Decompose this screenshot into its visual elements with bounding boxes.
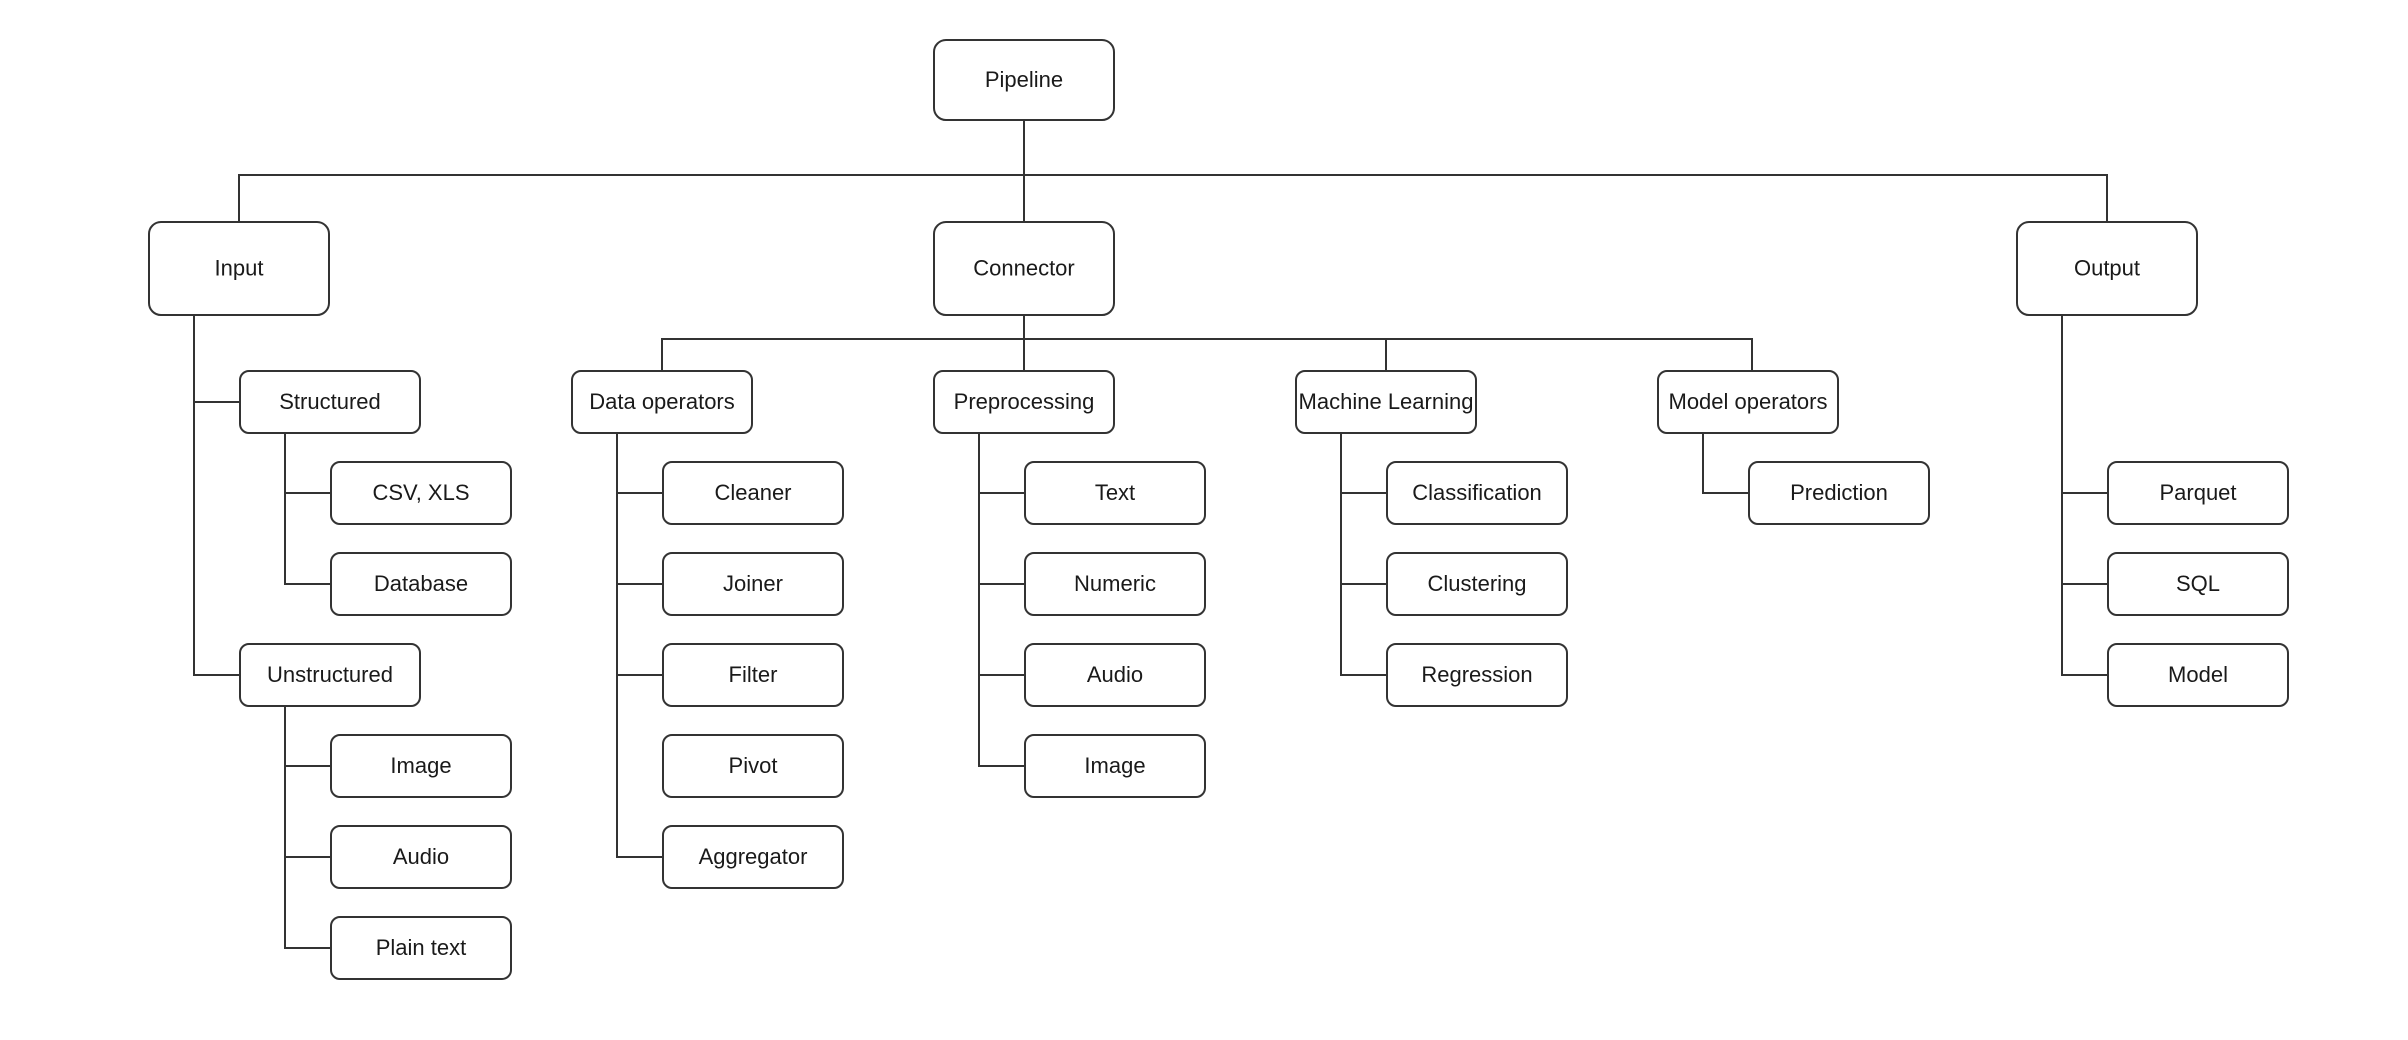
node-clustering[interactable]: Clustering — [1386, 552, 1568, 616]
node-box-model_operators — [1657, 370, 1839, 434]
node-box-pre_text — [1024, 461, 1206, 525]
node-box-joiner — [662, 552, 844, 616]
node-pre_image[interactable]: Image — [1024, 734, 1206, 798]
node-box-cleaner — [662, 461, 844, 525]
node-machine_learning[interactable]: Machine Learning — [1295, 370, 1477, 434]
node-in_image[interactable]: Image — [330, 734, 512, 798]
node-output[interactable]: Output — [2016, 221, 2198, 316]
node-structured[interactable]: Structured — [239, 370, 421, 434]
node-parquet[interactable]: Parquet — [2107, 461, 2289, 525]
node-in_audio[interactable]: Audio — [330, 825, 512, 889]
node-preprocessing[interactable]: Preprocessing — [933, 370, 1115, 434]
node-box-in_audio — [330, 825, 512, 889]
node-pre_numeric[interactable]: Numeric — [1024, 552, 1206, 616]
node-box-prediction — [1748, 461, 1930, 525]
node-box-pivot — [662, 734, 844, 798]
node-out_model[interactable]: Model — [2107, 643, 2289, 707]
node-box-structured — [239, 370, 421, 434]
node-box-classification — [1386, 461, 1568, 525]
node-pre_audio[interactable]: Audio — [1024, 643, 1206, 707]
node-box-pre_image — [1024, 734, 1206, 798]
node-database[interactable]: Database — [330, 552, 512, 616]
node-box-sql — [2107, 552, 2289, 616]
edge-layer — [193, 119, 2109, 949]
node-input[interactable]: Input — [148, 221, 330, 316]
node-model_operators[interactable]: Model operators — [1657, 370, 1839, 434]
node-box-pre_audio — [1024, 643, 1206, 707]
node-box-out_model — [2107, 643, 2289, 707]
node-box-output — [2016, 221, 2198, 316]
node-unstructured[interactable]: Unstructured — [239, 643, 421, 707]
node-plain_text[interactable]: Plain text — [330, 916, 512, 980]
node-data_operators[interactable]: Data operators — [571, 370, 753, 434]
node-pre_text[interactable]: Text — [1024, 461, 1206, 525]
node-box-in_image — [330, 734, 512, 798]
node-box-parquet — [2107, 461, 2289, 525]
node-sql[interactable]: SQL — [2107, 552, 2289, 616]
node-csv_xls[interactable]: CSV, XLS — [330, 461, 512, 525]
node-box-regression — [1386, 643, 1568, 707]
node-box-database — [330, 552, 512, 616]
node-aggregator[interactable]: Aggregator — [662, 825, 844, 889]
node-classification[interactable]: Classification — [1386, 461, 1568, 525]
node-box-connector — [933, 221, 1115, 316]
node-prediction[interactable]: Prediction — [1748, 461, 1930, 525]
node-box-aggregator — [662, 825, 844, 889]
node-pivot[interactable]: Pivot — [662, 734, 844, 798]
node-box-machine_learning — [1295, 370, 1477, 434]
node-box-preprocessing — [933, 370, 1115, 434]
node-connector[interactable]: Connector — [933, 221, 1115, 316]
node-box-clustering — [1386, 552, 1568, 616]
node-box-filter — [662, 643, 844, 707]
node-box-plain_text — [330, 916, 512, 980]
node-joiner[interactable]: Joiner — [662, 552, 844, 616]
node-filter[interactable]: Filter — [662, 643, 844, 707]
node-box-input — [148, 221, 330, 316]
node-regression[interactable]: Regression — [1386, 643, 1568, 707]
node-box-pre_numeric — [1024, 552, 1206, 616]
node-pipeline[interactable]: Pipeline — [933, 39, 1115, 121]
node-box-csv_xls — [330, 461, 512, 525]
node-box-unstructured — [239, 643, 421, 707]
node-box-data_operators — [571, 370, 753, 434]
node-box-pipeline — [933, 39, 1115, 121]
node-cleaner[interactable]: Cleaner — [662, 461, 844, 525]
